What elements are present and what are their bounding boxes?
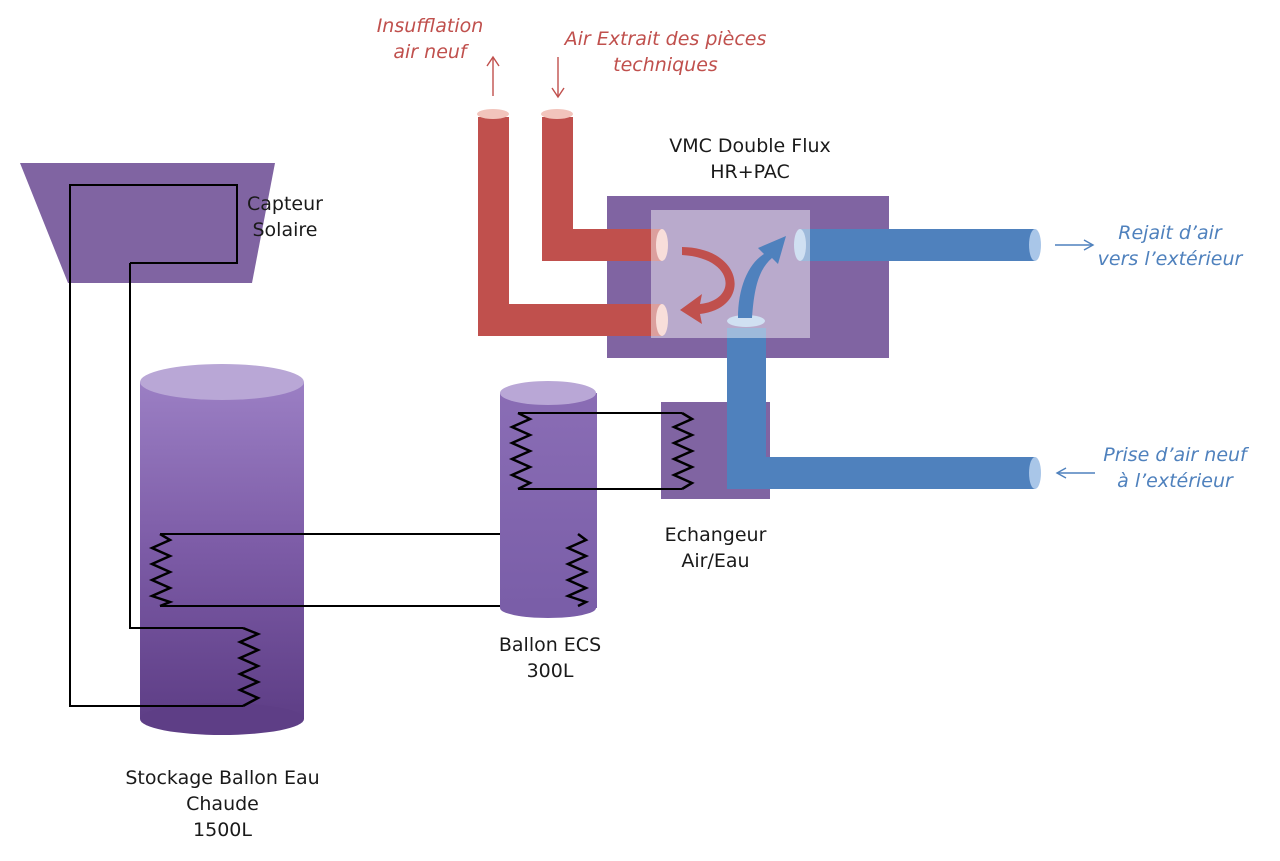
- arrow-up-icon: [486, 55, 500, 96]
- extract-air-label: Air Extrait des pièces techniques: [564, 28, 767, 76]
- ecs-coil-upper: [508, 411, 534, 491]
- vmc-label: VMC Double Flux HR+PAC: [669, 135, 831, 183]
- fresh-air-duct: [727, 315, 1041, 489]
- insufflation-label: Insufflation air neuf: [376, 15, 484, 63]
- solar-panel: [20, 163, 275, 283]
- exhaust-duct: [794, 229, 1041, 261]
- curved-arrow-icon: [738, 236, 786, 318]
- fresh-air-label: Prise d’air neuf à l’extérieur: [1103, 444, 1247, 492]
- solar-collector: [20, 163, 275, 283]
- exchanger-coil: [670, 411, 696, 491]
- ecs-tank-label: Ballon ECS 300L: [498, 634, 602, 682]
- ecs-coil-lower: [564, 533, 590, 608]
- storage-tank: [140, 364, 304, 735]
- solar-pipe-supply: [69, 260, 243, 707]
- storage-tank-top: [140, 364, 304, 400]
- storage-coil-upper: [148, 532, 174, 608]
- solar-pipe-return: [129, 263, 243, 629]
- arrow-left-icon: [1055, 467, 1095, 479]
- ecs-tank-top: [500, 381, 596, 405]
- exchanger-label: Echangeur Air/Eau: [664, 524, 767, 572]
- curved-arrow-icon: [680, 247, 735, 324]
- supply-air-duct: [477, 109, 668, 336]
- storage-tank-label: Stockage Ballon Eau Chaude 1500L: [125, 767, 320, 841]
- exhaust-air-label: Rejait d’air vers l’extérieur: [1097, 222, 1243, 270]
- storage-coil-lower: [236, 626, 262, 708]
- solar-collector-label: Capteur Solaire: [247, 193, 323, 241]
- arrow-down-icon: [551, 57, 565, 99]
- extract-air-duct: [541, 109, 668, 261]
- solar-loop-pipe: [69, 184, 238, 264]
- ecs-tank: [500, 381, 597, 618]
- arrow-right-icon: [1055, 239, 1095, 251]
